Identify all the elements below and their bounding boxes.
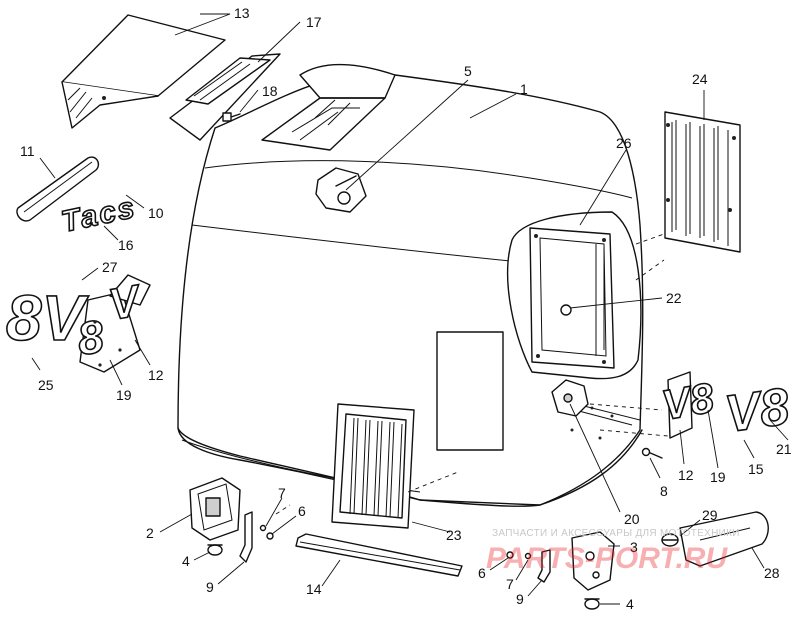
callout-20: 20 — [624, 511, 640, 527]
assembly-lines — [275, 233, 669, 515]
leader-lines — [31, 13, 789, 605]
callout-4-right: 4 — [626, 596, 634, 612]
vent-grille-24 — [664, 111, 741, 253]
vent-grille-23 — [331, 403, 415, 529]
callout-14: 14 — [306, 581, 322, 597]
latch-bracket-3 — [571, 531, 615, 591]
motor-cover-hood — [177, 63, 644, 507]
callout-9-right: 9 — [516, 591, 524, 607]
svg-text:Tacs: Tacs — [59, 191, 139, 239]
intake-grille-17 — [169, 53, 281, 141]
callout-17: 17 — [306, 14, 322, 30]
knob-29 — [661, 533, 679, 547]
callout-9-left: 9 — [206, 579, 214, 595]
callout-numbers: 13 17 18 5 1 24 26 11 10 16 27 22 12 19 … — [20, 5, 792, 612]
trim-strip-11 — [16, 156, 100, 222]
callout-12-left: 12 — [148, 367, 164, 383]
decal-v8-15: V8 — [721, 377, 794, 445]
callout-6-right: 6 — [478, 565, 486, 581]
callout-13: 13 — [234, 5, 250, 21]
latch-hook-9-right — [537, 549, 551, 583]
decal-8v-backing-19: 8 V — [73, 274, 151, 373]
grommet-4-right — [584, 598, 600, 610]
callout-1: 1 — [520, 81, 528, 97]
washer-6-right — [506, 551, 514, 559]
callout-16: 16 — [118, 237, 134, 253]
decal-8v-25: 8V — [5, 281, 90, 355]
callout-21: 21 — [776, 441, 792, 457]
bolt-5 — [315, 167, 367, 213]
svg-text:V8: V8 — [722, 378, 793, 444]
callout-29: 29 — [702, 507, 718, 523]
callout-23: 23 — [446, 527, 462, 543]
callout-12-right: 12 — [678, 467, 694, 483]
svg-text:8V: 8V — [6, 282, 90, 354]
latch-hook-9-left — [239, 511, 253, 563]
callout-8: 8 — [660, 483, 668, 499]
watermark: ЗАПЧАСТИ И АКСЕССУАРЫ ДЛЯ МОТОТЕХНИКИ PA… — [486, 528, 740, 575]
callout-3: 3 — [630, 539, 638, 555]
cover-28 — [679, 511, 769, 567]
callout-26: 26 — [616, 135, 632, 151]
callout-22: 22 — [666, 290, 682, 306]
callout-19-right: 19 — [710, 469, 726, 485]
decal-v8-12: V8 — [658, 371, 719, 439]
callout-10: 10 — [148, 205, 164, 221]
callout-28: 28 — [764, 565, 780, 581]
washer-7-left — [259, 524, 267, 532]
hood-cap-13 — [61, 14, 226, 129]
watermark-logo: PARTS-PORT.RU — [486, 542, 728, 575]
washer-6-left — [266, 532, 274, 540]
callout-5: 5 — [464, 63, 472, 79]
trim-rail-14 — [295, 533, 463, 577]
callout-2: 2 — [146, 525, 154, 541]
callout-11: 11 — [20, 143, 35, 159]
brand-wordmark-decal-16: Tacs — [58, 190, 140, 240]
callout-27: 27 — [102, 259, 118, 275]
bolt-22 — [560, 304, 572, 316]
screw-8 — [641, 447, 663, 459]
callout-19-left: 19 — [116, 387, 132, 403]
callout-7-left: 7 — [278, 485, 286, 501]
callout-6-left: 6 — [298, 503, 306, 519]
watermark-caption: ЗАПЧАСТИ И АКСЕССУАРЫ ДЛЯ МОТОТЕХНИКИ — [492, 528, 740, 539]
callout-7-right: 7 — [506, 576, 514, 592]
callout-15: 15 — [748, 461, 764, 477]
grommet-20 — [551, 379, 589, 417]
callout-24: 24 — [692, 71, 708, 87]
screw-18 — [222, 112, 241, 122]
svg-text:V8: V8 — [658, 374, 717, 429]
callout-18: 18 — [262, 83, 278, 99]
side-panel-26 — [506, 211, 642, 380]
callout-25: 25 — [38, 377, 54, 393]
latch-bracket-2 — [189, 477, 241, 541]
washer-7-right — [524, 552, 532, 560]
grommet-4-left — [207, 544, 223, 556]
callout-4-left: 4 — [182, 553, 190, 569]
